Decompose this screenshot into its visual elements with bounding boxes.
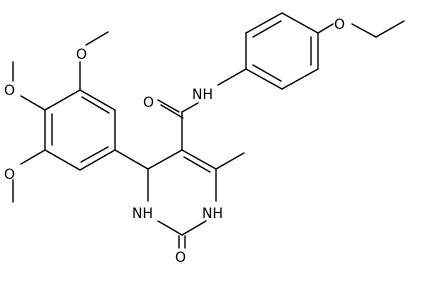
bond xyxy=(181,149,217,170)
double-bond-inner xyxy=(81,96,110,114)
bond xyxy=(281,68,319,90)
atom-label: O xyxy=(4,83,15,99)
bond xyxy=(20,95,46,111)
bond xyxy=(317,23,334,34)
bond xyxy=(147,149,183,170)
atom-label: O xyxy=(4,167,15,183)
bond xyxy=(245,68,283,90)
bond xyxy=(375,20,405,38)
bond xyxy=(181,220,207,236)
double-bond-inner xyxy=(252,20,282,38)
atom-label-layer: O O O O O NH O NH NH xyxy=(4,17,345,266)
atom-label: NH xyxy=(202,206,223,222)
bond xyxy=(160,104,184,119)
bond xyxy=(215,152,245,170)
double-bond-inner xyxy=(80,146,109,163)
atom-label: NH xyxy=(192,87,213,103)
bond xyxy=(114,149,149,170)
atom-label: NH xyxy=(132,206,153,222)
bond-layer xyxy=(12,12,405,249)
double-bond-inner xyxy=(252,64,282,82)
atom-label: O xyxy=(334,17,345,33)
bond xyxy=(79,149,116,171)
bond xyxy=(217,68,247,86)
bond xyxy=(157,99,180,113)
bond xyxy=(181,102,199,113)
double-bond-inner xyxy=(183,156,211,173)
bond xyxy=(157,220,183,236)
bond xyxy=(44,149,81,171)
bond xyxy=(245,12,283,34)
bond xyxy=(20,149,46,165)
bond xyxy=(281,12,319,34)
atom-label: O xyxy=(76,47,87,63)
bond xyxy=(79,89,116,111)
atom-label: O xyxy=(175,250,186,266)
bond xyxy=(44,89,81,111)
atom-label: O xyxy=(143,95,154,111)
bond xyxy=(351,23,377,38)
bond xyxy=(85,31,109,46)
